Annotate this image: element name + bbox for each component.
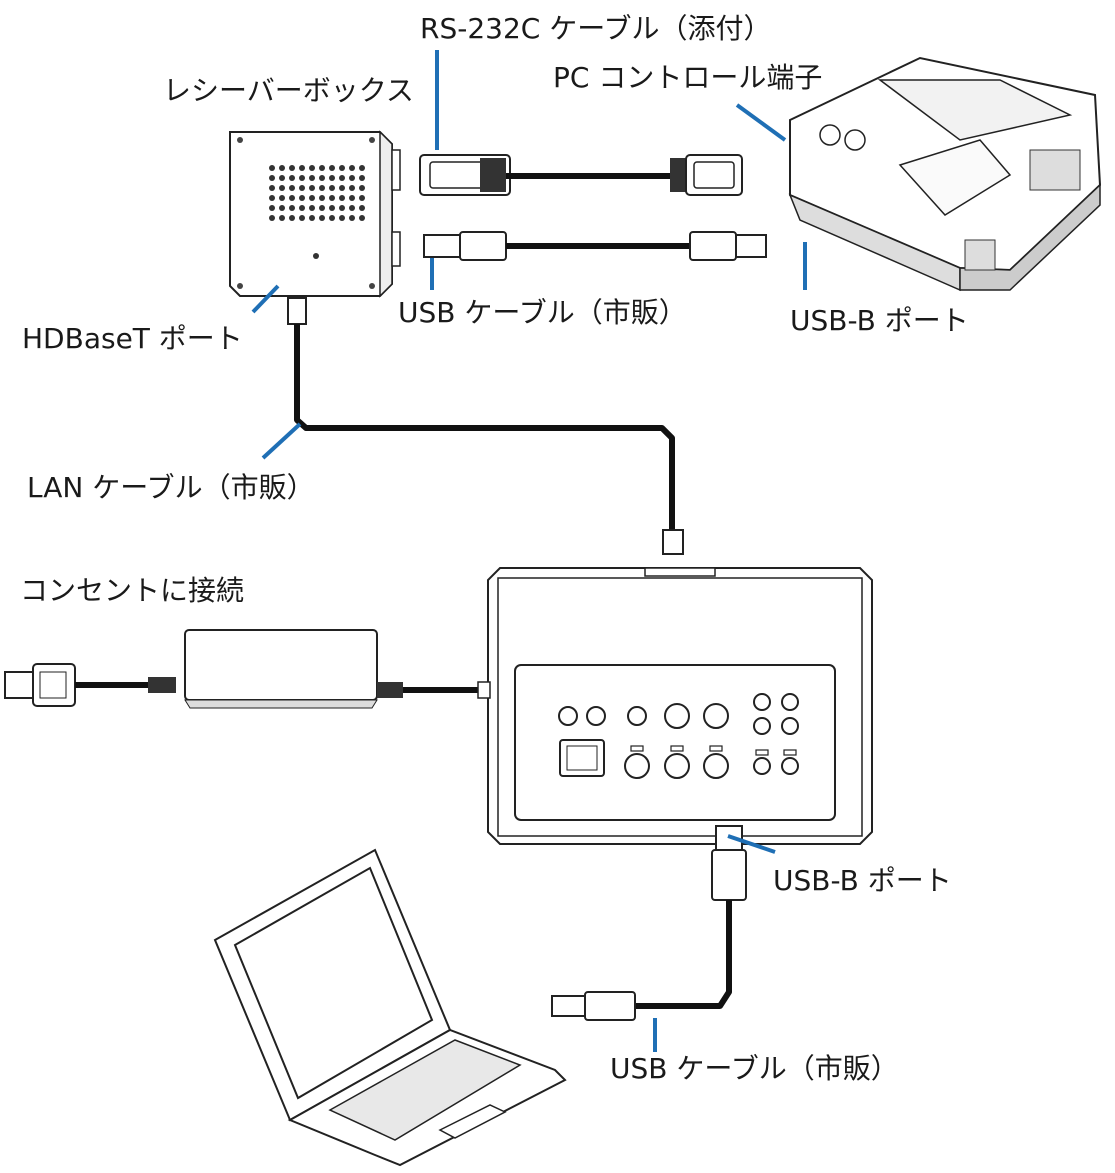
leader-hdbaset bbox=[251, 284, 280, 314]
label-lan-cable: LAN ケーブル（市販） bbox=[27, 471, 315, 504]
lan-cable bbox=[287, 297, 684, 555]
leader-lan bbox=[261, 422, 302, 460]
label-rs232c-cable: RS-232C ケーブル（添付） bbox=[420, 12, 772, 45]
label-receiver-box: レシーバーボックス bbox=[163, 74, 414, 107]
vent-grid bbox=[269, 165, 365, 221]
receiver-box bbox=[229, 130, 401, 298]
label-usb-b-port-projector: USB-B ポート bbox=[790, 304, 969, 337]
usb-cable-bottom bbox=[551, 825, 747, 1021]
label-outlet: コンセントに接続 bbox=[20, 574, 244, 607]
leader-usb-b-transmitter bbox=[727, 834, 776, 854]
label-hdbaset-port: HDBaseT ポート bbox=[22, 322, 243, 355]
label-usb-cable-bottom: USB ケーブル（市販） bbox=[610, 1052, 899, 1085]
label-usb-b-port-transmitter: USB-B ポート bbox=[773, 864, 952, 897]
usb-cable-top bbox=[423, 231, 767, 261]
leader-lines bbox=[251, 50, 807, 1052]
leader-pc-control bbox=[735, 103, 787, 142]
laptop bbox=[213, 848, 567, 1167]
transmitter-box bbox=[487, 567, 873, 845]
label-pc-control-port: PC コントロール端子 bbox=[553, 61, 822, 94]
power-adapter bbox=[4, 629, 491, 709]
projector bbox=[788, 56, 1102, 292]
rs232c-cable bbox=[419, 154, 743, 196]
control-knobs bbox=[558, 693, 799, 779]
label-usb-cable-top: USB ケーブル（市販） bbox=[398, 296, 687, 329]
